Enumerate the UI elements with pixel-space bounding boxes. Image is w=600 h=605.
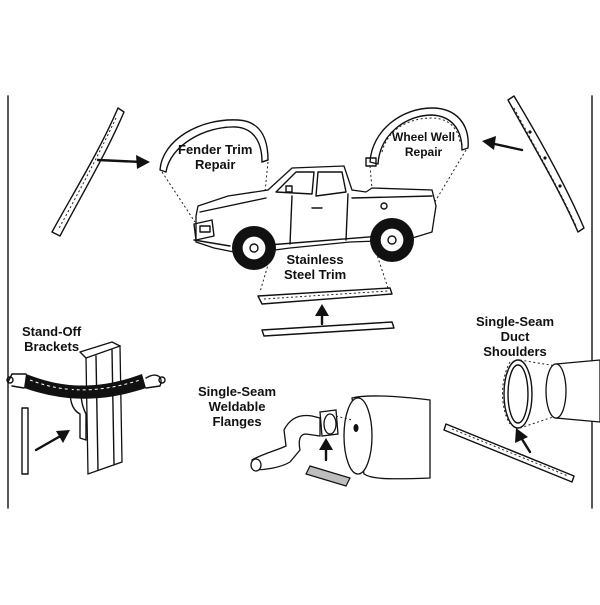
label-fender-trim-line1: Fender Trim: [178, 142, 253, 157]
arrow-to-flange: [319, 438, 333, 462]
label-duct-line1: Single-Seam: [476, 314, 555, 329]
label-single-seam-weldable-flanges: Single-Seam Weldable Flanges: [198, 384, 276, 429]
duct-ring-guides: [519, 359, 557, 429]
label-flanges-line3: Flanges: [212, 414, 262, 429]
arrow-up-to-trim: [315, 304, 329, 326]
stainless-trim-flat: [261, 321, 395, 337]
label-stainless-line1: Stainless: [286, 252, 344, 267]
label-wheel-well-line1: Wheel Well: [392, 130, 456, 144]
fender-trim-piece: [159, 119, 269, 173]
trim-strip-left: [51, 107, 125, 237]
pickup-truck: [193, 165, 437, 270]
stand-off-bracket-assembly: [6, 341, 166, 475]
label-stand-off-line2: Brackets: [24, 339, 80, 354]
wheel-well-piece: [365, 107, 469, 167]
label-fender-trim-repair: Fender Trim Repair: [178, 142, 252, 172]
label-stand-off-line1: Stand-Off: [22, 324, 82, 339]
label-wheel-well-repair: Wheel Well Repair: [392, 130, 455, 160]
label-wheel-well-line2: Repair: [404, 145, 443, 159]
trim-strip-right: [507, 95, 585, 233]
stainless-trim-angled: [257, 287, 393, 305]
flange-large-duct: [343, 395, 431, 480]
loose-bracket-strip: [21, 407, 29, 475]
flange-elbow-duct: [250, 414, 321, 472]
flange-dashed-guides: [335, 415, 353, 421]
label-stainless-steel-trim: Stainless Steel Trim: [284, 252, 346, 282]
arrow-to-bracket: [34, 430, 70, 452]
label-flanges-line2: Weldable: [208, 399, 266, 414]
label-fender-trim-line2: Repair: [194, 157, 236, 172]
duct-cylinder: [545, 359, 600, 423]
stainless-dashed-guides: [259, 251, 389, 293]
label-duct-line2: Duct: [500, 329, 530, 344]
label-stand-off-brackets: Stand-Off Brackets: [22, 324, 81, 354]
label-duct-line3: Shoulders: [483, 344, 547, 359]
duct-ring: [502, 359, 533, 429]
arrow-strip-to-wheel-well: [482, 136, 524, 152]
arrow-strip-to-fender: [96, 155, 150, 169]
label-flanges-line1: Single-Seam: [198, 384, 277, 399]
flange-collar: [319, 409, 339, 437]
flange-flat-strip: [305, 465, 351, 487]
arrow-to-duct-ring: [515, 428, 532, 454]
label-stainless-line2: Steel Trim: [284, 267, 347, 282]
label-single-seam-duct-shoulders: Single-Seam Duct Shoulders: [476, 314, 554, 359]
duct-seam-strip: [443, 423, 575, 483]
